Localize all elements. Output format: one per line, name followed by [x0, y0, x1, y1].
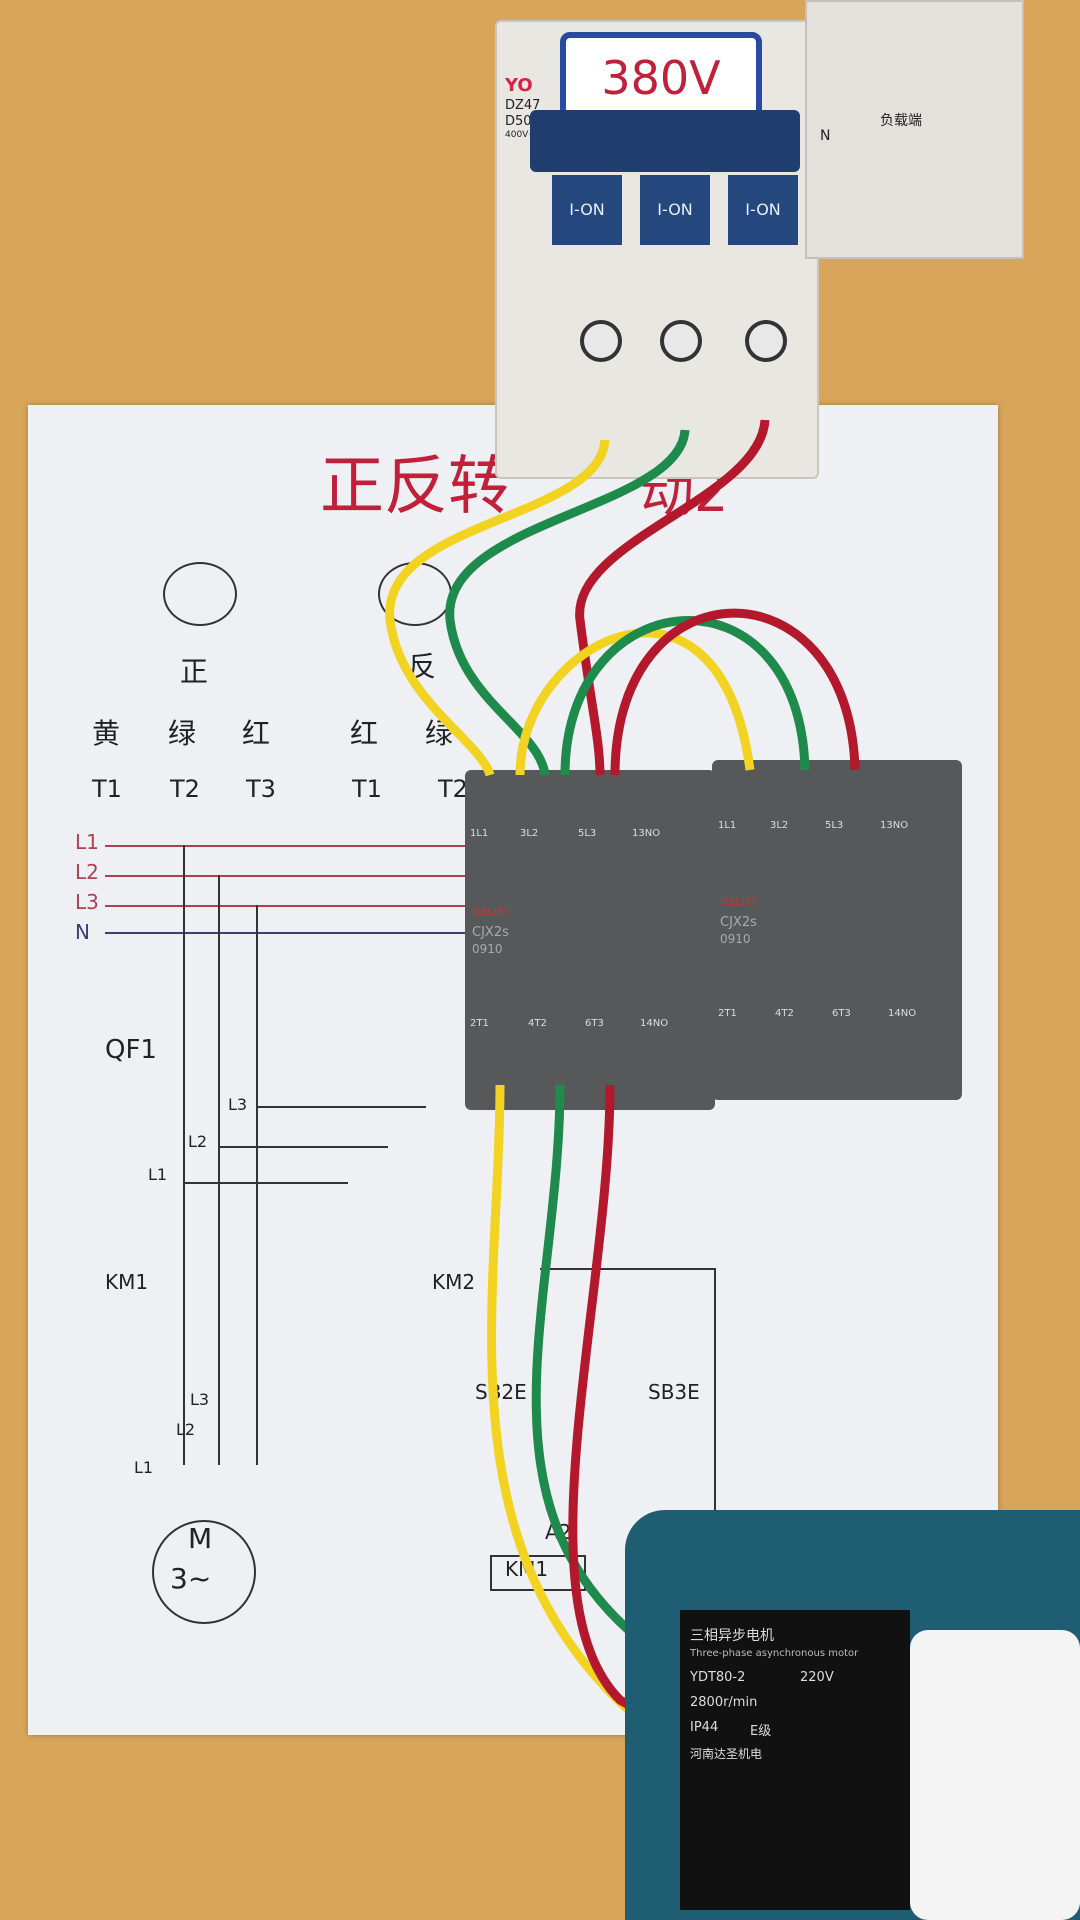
- breaker-voltage: 400V~: [505, 130, 536, 140]
- branch-label: L2: [188, 1132, 208, 1151]
- branch-label: L1: [148, 1165, 168, 1184]
- contactor-brand: DELIXI: [472, 905, 508, 918]
- terminal-label: 1L1: [470, 828, 489, 839]
- contactor-code: 0910: [472, 942, 503, 956]
- contactor-model: CJX2s: [720, 915, 757, 930]
- wire-yellow: [515, 628, 755, 776]
- breaker-model: DZ47: [505, 98, 541, 113]
- terminal-label: T1: [352, 775, 382, 803]
- terminal-label: 2T1: [470, 1018, 489, 1029]
- terminal-label: T3: [246, 775, 276, 803]
- breaker-toggle[interactable]: I-ON: [552, 175, 622, 245]
- terminal-label: 6T3: [832, 1008, 851, 1019]
- bus-line-l3: [105, 905, 465, 907]
- contactor-model: CJX2s: [472, 925, 509, 940]
- terminal-label: 5L3: [825, 820, 844, 831]
- side-device-load: 负载端: [880, 113, 922, 129]
- motor-model: YDT80-2: [690, 1670, 746, 1685]
- contactor-brand: DELIXI: [720, 895, 756, 908]
- motor-title-en: Three-phase asynchronous motor: [690, 1648, 859, 1659]
- rotation-forward-icon: [163, 562, 237, 626]
- schematic-wire: [714, 1268, 716, 1518]
- terminal-label: 1L1: [718, 820, 737, 831]
- bus-line-l1: [105, 845, 465, 847]
- wire-green: [445, 429, 690, 776]
- bus-line-l2: [105, 875, 465, 877]
- schematic-wire: [218, 875, 220, 1465]
- motor-terminal-box: [910, 1630, 1080, 1920]
- voltage-label-card: 380V: [560, 32, 762, 124]
- wire-red: [610, 608, 860, 776]
- schematic-wire: [256, 1106, 426, 1108]
- terminal-label: 14NO: [888, 1008, 917, 1019]
- terminal-label: 2T1: [718, 1008, 737, 1019]
- breaker-toggle[interactable]: I-ON: [640, 175, 710, 245]
- lower-label: L3: [190, 1390, 210, 1409]
- terminal-label: T1: [92, 775, 122, 803]
- side-device: [805, 0, 1024, 259]
- rotation-forward-label: 正: [180, 655, 209, 688]
- color-label: 红: [242, 717, 271, 750]
- schematic-wire: [256, 905, 258, 1465]
- branch-label: L3: [228, 1095, 248, 1114]
- terminal-label: 14NO: [640, 1018, 669, 1029]
- schematic-wire: [183, 845, 185, 1465]
- terminal-label: 3L2: [770, 820, 789, 831]
- wire-green: [560, 616, 810, 776]
- button-label: SB3E: [648, 1380, 700, 1404]
- terminal-label: 4T2: [775, 1008, 794, 1019]
- terminal-label: 6T3: [585, 1018, 604, 1029]
- terminal-label: 5L3: [578, 828, 597, 839]
- bus-label: L2: [75, 860, 99, 884]
- lower-label: L1: [134, 1458, 154, 1477]
- contactor-code: 0910: [720, 932, 751, 946]
- schematic-wire: [183, 1182, 348, 1184]
- bus-label: L1: [75, 830, 99, 854]
- contactor-km2: [712, 760, 962, 1100]
- wire-red: [575, 419, 770, 776]
- motor-nameplate: [680, 1610, 910, 1910]
- motor-title: 三相异步电机: [690, 1628, 774, 1644]
- side-device-n: N: [820, 128, 831, 144]
- breaker-toggle[interactable]: I-ON: [728, 175, 798, 245]
- contactor-symbol-label: KM1: [105, 1270, 149, 1294]
- bus-label: L3: [75, 890, 99, 914]
- motor-voltage: 220V: [800, 1670, 834, 1685]
- terminal-label: T2: [170, 775, 200, 803]
- breaker-handle-bar[interactable]: [530, 110, 800, 172]
- schematic-title: 正反转: [320, 450, 512, 524]
- terminal-label: 4T2: [528, 1018, 547, 1029]
- breaker-rating: D50: [505, 114, 532, 129]
- terminal-label: 13NO: [880, 820, 909, 831]
- bus-label: N: [75, 920, 90, 944]
- motor-speed: 2800r/min: [690, 1695, 758, 1710]
- lower-label: L2: [176, 1420, 196, 1439]
- motor-symbol-label-bottom: 3~: [170, 1562, 212, 1595]
- motor-protection: IP44: [690, 1720, 719, 1735]
- motor-manufacturer: 河南达圣机电: [690, 1747, 763, 1761]
- contactor-km1: [465, 770, 715, 1110]
- button-label: SB2E: [475, 1380, 527, 1404]
- breaker-brand: YO: [505, 75, 533, 96]
- color-label: 红: [350, 717, 379, 750]
- screw-icon: [660, 320, 702, 362]
- color-label: 黄: [92, 717, 121, 750]
- wire-yellow: [385, 439, 610, 777]
- motor-symbol: [152, 1520, 256, 1624]
- contactor-symbol-label: KM2: [432, 1270, 476, 1294]
- terminal-label: 13NO: [632, 828, 661, 839]
- terminal-label: 3L2: [520, 828, 539, 839]
- screw-icon: [745, 320, 787, 362]
- screw-icon: [580, 320, 622, 362]
- motor-insulation: E级: [750, 1724, 772, 1739]
- motor-symbol-label-top: M: [188, 1522, 213, 1555]
- schematic-wire: [218, 1146, 388, 1148]
- schematic-wire: [540, 1268, 715, 1270]
- terminal-label: T2: [438, 775, 468, 803]
- bus-line-n: [105, 932, 465, 934]
- breaker-symbol-label: QF1: [105, 1035, 157, 1065]
- color-label: 绿: [168, 717, 197, 750]
